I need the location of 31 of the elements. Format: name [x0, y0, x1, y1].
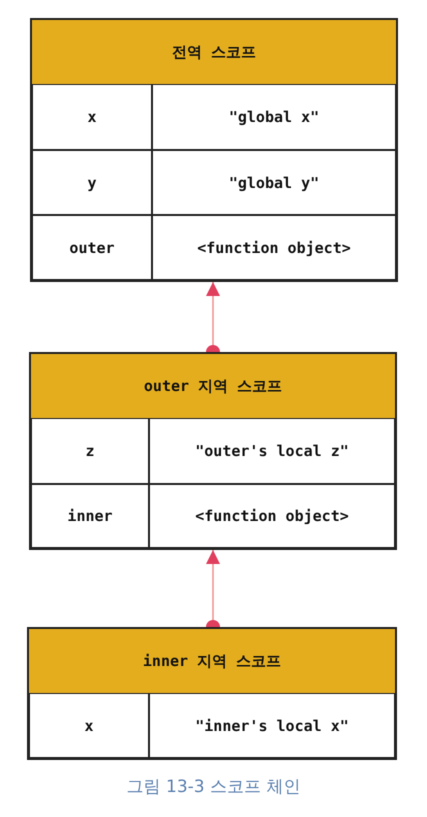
- table-cell: [149, 693, 395, 758]
- table-cell: [32, 84, 152, 150]
- scope-table: [27, 627, 397, 760]
- cell-text: "global y": [228, 174, 320, 192]
- cell-text: "outer's local z": [195, 442, 349, 460]
- table-cell: [149, 418, 395, 484]
- figure-caption: 그림 13-3 스코프 체인: [126, 776, 302, 798]
- scope-table: [29, 352, 397, 550]
- table-cell: [32, 215, 152, 280]
- cell-text: x: [87, 108, 97, 126]
- scope-table: [30, 18, 398, 282]
- cell-text: <function object>: [197, 238, 351, 256]
- cell-text: inner: [67, 507, 113, 525]
- cell-text: x: [84, 716, 94, 734]
- table-cell: [152, 150, 396, 215]
- cell-text: z: [85, 442, 95, 460]
- table-cell: [152, 84, 396, 150]
- cell-text: "inner's local x": [195, 716, 349, 734]
- cell-text: outer: [69, 238, 115, 256]
- table-cell: [31, 418, 149, 484]
- cell-text: y: [87, 174, 97, 192]
- table-cell: [32, 150, 152, 215]
- table-cell: [29, 693, 149, 758]
- scope-title: outer 지역 스코프: [144, 376, 282, 396]
- table-cell: [152, 215, 396, 280]
- cell-text: <function object>: [195, 507, 349, 525]
- scope-title: inner 지역 스코프: [142, 652, 282, 670]
- table-cell: [149, 484, 395, 548]
- table-cell: [31, 484, 149, 548]
- scope-title: 전역 스코프: [172, 42, 256, 62]
- cell-text: "global x": [228, 108, 320, 126]
